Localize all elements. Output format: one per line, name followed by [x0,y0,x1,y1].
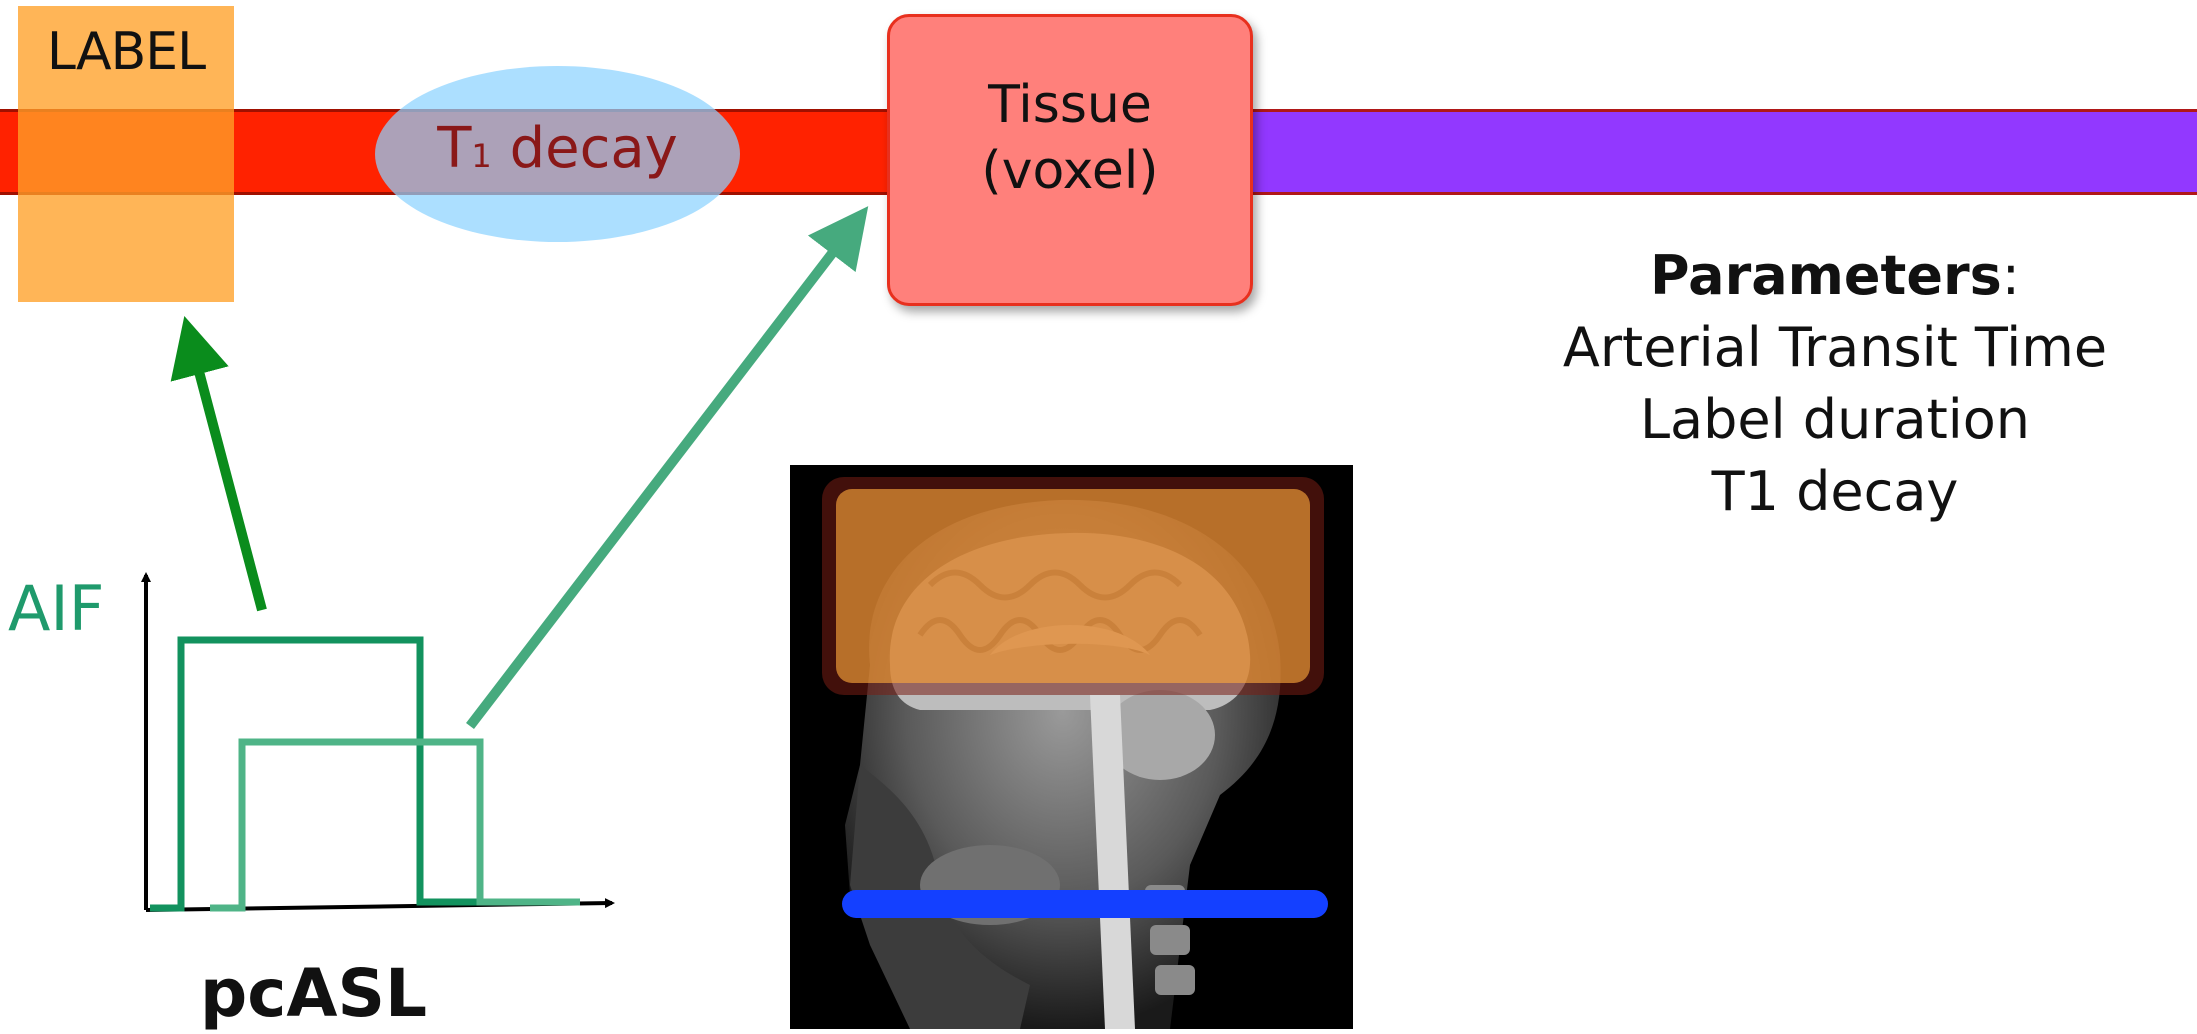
aif-curve-tissue [210,742,580,908]
aif-curve-label [150,640,580,908]
arrow-to-label [192,345,262,610]
arrow-to-tissue [470,230,850,726]
pcasl-label: pcASL [200,955,427,1032]
aif-axis-label: AIF [8,572,104,645]
